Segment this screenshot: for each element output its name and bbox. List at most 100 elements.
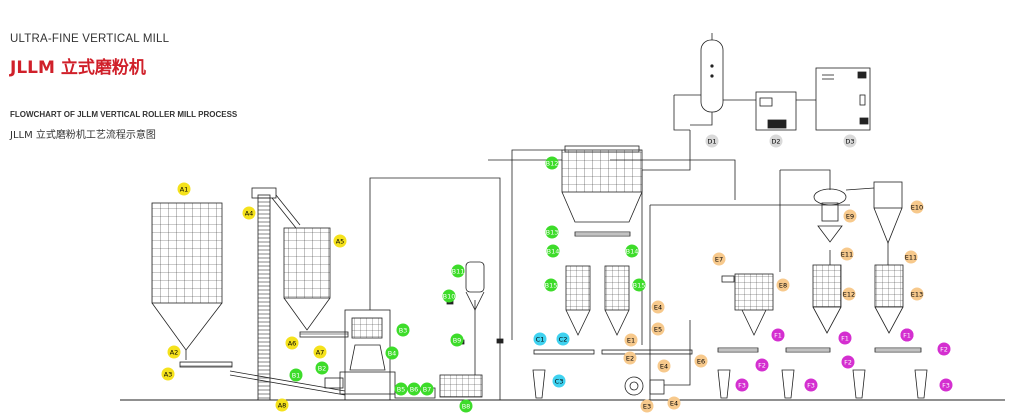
- marker-label: E10: [911, 204, 923, 212]
- marker-label: A1: [180, 186, 189, 194]
- marker-label: B14: [547, 248, 560, 256]
- title-cn: JLLM 立式磨粉机: [10, 58, 146, 78]
- marker-e8: E8: [776, 278, 790, 292]
- marker-label: E13: [911, 291, 923, 299]
- marker-circle: [333, 234, 347, 248]
- marker-circle: [640, 399, 654, 413]
- marker-circle: [556, 332, 570, 346]
- marker-circle: [705, 134, 719, 148]
- silo-a5: [283, 227, 331, 331]
- marker-a8: A8: [275, 398, 289, 412]
- marker-label: E6: [697, 358, 705, 366]
- marker-e4c: E4: [667, 396, 681, 410]
- marker-label: A8: [278, 402, 287, 410]
- marker-circle: [735, 378, 749, 392]
- marker-b8: B8: [459, 399, 473, 413]
- marker-a7: A7: [313, 345, 327, 359]
- marker-circle: [841, 355, 855, 369]
- marker-c3: C3: [552, 374, 566, 388]
- marker-circle: [396, 323, 410, 337]
- marker-label: F1: [903, 332, 911, 340]
- marker-f3a: F3: [735, 378, 749, 392]
- marker-circle: [420, 382, 434, 396]
- marker-label: F3: [807, 382, 815, 390]
- marker-label: B10: [443, 293, 456, 301]
- marker-circle: [289, 368, 303, 382]
- marker-label: A7: [316, 349, 325, 357]
- marker-circle: [842, 287, 856, 301]
- marker-f2a: F2: [755, 358, 769, 372]
- ducts: [369, 94, 889, 400]
- marker-label: B14: [626, 248, 639, 256]
- dust-collector-e8: [721, 273, 774, 336]
- marker-a6: A6: [285, 336, 299, 350]
- marker-circle: [161, 367, 175, 381]
- marker-e3: E3: [640, 399, 654, 413]
- marker-label: A2: [170, 349, 179, 357]
- marker-circle: [667, 396, 681, 410]
- marker-circle: [910, 287, 924, 301]
- marker-circle: [285, 336, 299, 350]
- marker-circle: [546, 244, 560, 258]
- marker-a2: A2: [167, 345, 181, 359]
- marker-circle: [544, 278, 558, 292]
- marker-label: B13: [546, 229, 559, 237]
- marker-circle: [442, 289, 456, 303]
- marker-circle: [657, 359, 671, 373]
- marker-f1a: F1: [771, 328, 785, 342]
- marker-label: B6: [410, 386, 419, 394]
- marker-f3c: F3: [939, 378, 953, 392]
- marker-e12: E12: [842, 287, 856, 301]
- marker-a1: A1: [177, 182, 191, 196]
- conveyors-f: [717, 347, 922, 353]
- marker-label: B2: [318, 365, 327, 373]
- marker-label: F2: [844, 359, 852, 367]
- marker-label: C1: [536, 336, 545, 344]
- marker-e9: E9: [843, 209, 857, 223]
- marker-circle: [651, 300, 665, 314]
- marker-circle: [900, 328, 914, 342]
- marker-label: B5: [397, 386, 406, 394]
- marker-circle: [407, 382, 421, 396]
- marker-circle: [167, 345, 181, 359]
- marker-label: B3: [399, 327, 408, 335]
- marker-circle: [937, 342, 951, 356]
- marker-label: E7: [715, 256, 723, 264]
- marker-circle: [394, 382, 408, 396]
- marker-a5: A5: [333, 234, 347, 248]
- marker-circle: [712, 252, 726, 266]
- marker-label: F3: [738, 382, 746, 390]
- marker-a4: A4: [242, 206, 256, 220]
- marker-circle: [242, 206, 256, 220]
- screw-conveyor-e2: [533, 349, 693, 355]
- marker-circle: [776, 278, 790, 292]
- marker-label: F1: [841, 335, 849, 343]
- marker-circle: [694, 354, 708, 368]
- marker-circle: [755, 358, 769, 372]
- marker-circle: [843, 134, 857, 148]
- marker-circle: [451, 264, 465, 278]
- marker-label: D3: [845, 138, 854, 146]
- bucket-elevator-a4: [251, 187, 301, 401]
- marker-e7: E7: [712, 252, 726, 266]
- marker-label: A3: [164, 371, 173, 379]
- subtitle-en: FLOWCHART OF JLLM VERTICAL ROLLER MILL P…: [10, 110, 238, 119]
- product-silos-b15: [565, 265, 630, 336]
- marker-circle: [904, 250, 918, 264]
- marker-c1: C1: [533, 332, 547, 346]
- marker-label: A4: [245, 210, 254, 218]
- marker-b2: B2: [315, 361, 329, 375]
- air-dryer-d2: [755, 91, 797, 131]
- marker-label: E2: [626, 355, 634, 363]
- air-tank-d1: [700, 33, 724, 113]
- marker-b13: B13: [545, 225, 559, 239]
- raw-silo-a1: [151, 202, 223, 360]
- marker-b14a: B14: [546, 244, 560, 258]
- marker-e4b: E4: [657, 359, 671, 373]
- marker-circle: [313, 345, 327, 359]
- marker-label: B1: [292, 372, 301, 380]
- marker-label: F1: [774, 332, 782, 340]
- marker-circle: [843, 209, 857, 223]
- marker-label: E8: [779, 282, 787, 290]
